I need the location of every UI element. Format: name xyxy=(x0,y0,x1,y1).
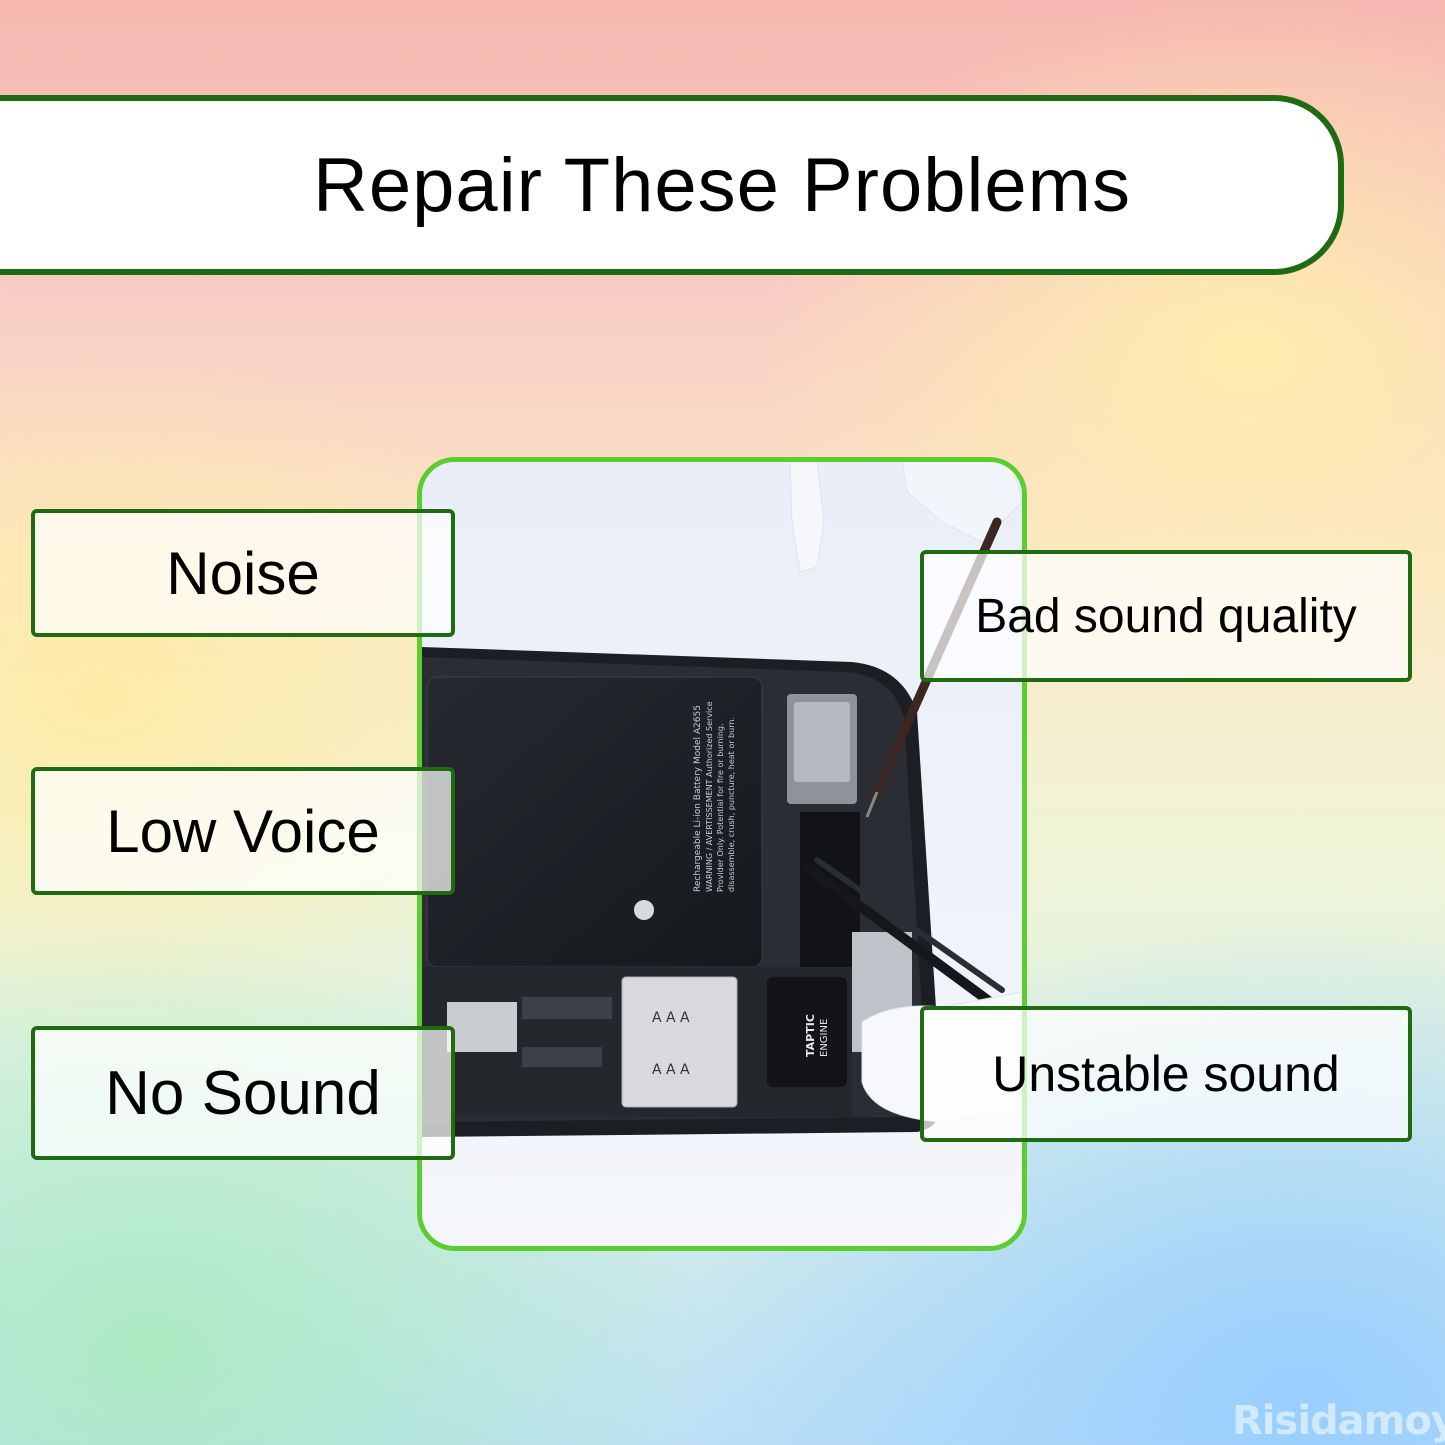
problem-label-low-voice: Low Voice xyxy=(31,767,455,895)
problem-label-unstable-sound: Unstable sound xyxy=(920,1006,1412,1142)
sim-tray-label: A A A xyxy=(652,1010,690,1026)
svg-text:Provider Only. Potential for f: Provider Only. Potential for fire or bur… xyxy=(716,723,725,892)
page-title: Repair These Problems xyxy=(313,142,1131,228)
problem-text: Noise xyxy=(166,539,320,607)
title-banner: Repair These Problems xyxy=(0,95,1344,275)
apple-logo-icon xyxy=(634,900,654,920)
problem-label-noise: Noise xyxy=(31,509,455,637)
problem-text: Unstable sound xyxy=(992,1046,1340,1102)
svg-text:disassemble, crush, puncture,: disassemble, crush, puncture, heat or bu… xyxy=(727,717,736,892)
phone-repair-illustration: Rechargeable Li-ion Battery Model A2655 … xyxy=(422,462,1022,1246)
problem-text: Low Voice xyxy=(106,797,380,865)
battery-label: Rechargeable Li-ion Battery Model A2655 xyxy=(693,705,703,892)
problem-text: Bad sound quality xyxy=(975,589,1357,643)
problem-text: No Sound xyxy=(105,1058,381,1128)
svg-text:WARNING / AVERTISSEMENT Author: WARNING / AVERTISSEMENT Authorized Servi… xyxy=(705,701,714,892)
problem-label-no-sound: No Sound xyxy=(31,1026,455,1160)
taptic-label-2: ENGINE xyxy=(819,1019,830,1057)
problem-label-bad-sound-quality: Bad sound quality xyxy=(920,550,1412,682)
brand-watermark: Risidamoy xyxy=(1232,1398,1445,1444)
taptic-label-1: TAPTIC xyxy=(804,1014,817,1057)
svg-text:A A A: A A A xyxy=(652,1062,690,1078)
